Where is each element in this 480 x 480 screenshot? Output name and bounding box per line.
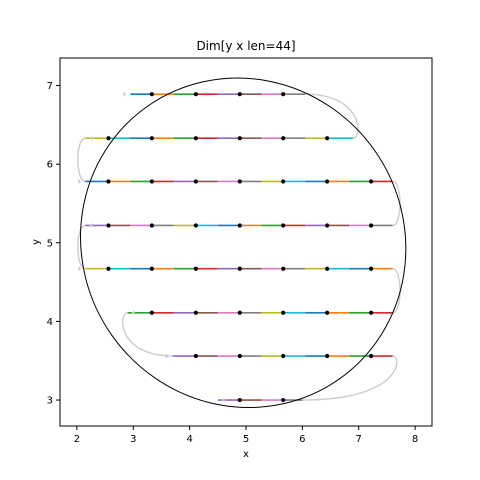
row-6-point-4 [369,353,374,359]
row-0-point-3 [281,92,286,97]
row-3-point-5 [325,223,330,228]
row-1-point-0 [106,136,111,141]
row-6-arrowhead [165,353,169,359]
row-3-point-1 [149,223,154,228]
row-3-point-2 [193,223,198,228]
row-6-point-1 [237,353,242,359]
row-1-point-3 [237,136,242,141]
row-5-arrowhead [131,310,135,316]
row-3-point-4 [281,223,286,228]
row-2-point-3 [237,179,242,184]
row-5-point-5 [369,310,374,315]
row-4-arrowhead [78,266,82,272]
row-6-point-0 [193,353,198,359]
y-axis-label: y [31,239,42,245]
y-tick-label-3: 3 [47,396,53,407]
row-0-point-2 [237,92,242,97]
row-5-point-3 [281,310,286,315]
row-3-point-3 [237,223,242,228]
row-2-point-0 [106,179,111,184]
row-6-point-3 [325,353,330,359]
row-3-point-6 [369,223,374,228]
row-4-point-5 [325,266,330,271]
row-0-point-1 [193,92,198,97]
x-tick-label-7: 7 [356,434,362,445]
row-5-point-2 [237,310,242,315]
y-axis: 3 4 5 6 7 [47,81,60,407]
chart-title: Dim[y x len=44] [196,39,295,53]
y-tick-label-6: 6 [47,160,53,171]
x-tick-label-2: 2 [74,434,80,445]
y-tick-label-4: 4 [47,317,53,328]
row-6-point-2 [281,353,286,359]
row-0-point-0 [149,92,154,97]
row-5-point-4 [325,310,330,315]
y-tick-label-5: 5 [47,238,53,249]
row-3-arrowhead [89,222,93,228]
row-4-point-1 [149,266,154,271]
x-tick-label-6: 6 [299,434,305,445]
y-tick-label-7: 7 [47,81,53,92]
row-2-point-6 [369,179,374,184]
row-4-point-3 [237,266,242,271]
x-axis: 2 3 4 5 6 7 8 [74,426,418,445]
row-7-arrowhead [221,397,225,403]
connector-curve-5 [121,312,173,357]
row-5-point-1 [193,310,198,315]
x-tick-label-5: 5 [243,434,249,445]
row-2-point-5 [325,179,330,184]
row-2-point-4 [281,179,286,184]
row-0-arrowhead [123,91,127,97]
row-7-point-0 [237,397,242,403]
row-4-point-4 [281,266,286,271]
ellipse-outline [80,77,407,409]
x-axis-label: x [243,449,249,460]
row-4-point-0 [106,266,111,271]
row-1-point-5 [325,136,330,141]
x-tick-label-3: 3 [130,434,136,445]
row-2-arrowhead [78,178,82,184]
connector-curve-1 [77,137,86,183]
row-5-point-0 [149,310,154,315]
x-tick-label-8: 8 [412,434,418,445]
plot-content [77,77,407,409]
row-1-arrowhead [89,135,93,141]
row-3-point-0 [106,223,111,228]
x-tick-label-4: 4 [186,434,192,445]
connector-curve-6 [302,355,398,401]
row-4-point-6 [369,266,374,271]
row-7-point-1 [281,397,286,403]
row-4-point-2 [193,266,198,271]
row-1-point-4 [281,136,286,141]
row-2-point-2 [193,179,198,184]
row-1-point-2 [193,136,198,141]
connector-curve-0 [305,93,359,139]
row-1-point-1 [149,136,154,141]
plot-layer [77,77,407,409]
row-2-point-1 [149,179,154,184]
